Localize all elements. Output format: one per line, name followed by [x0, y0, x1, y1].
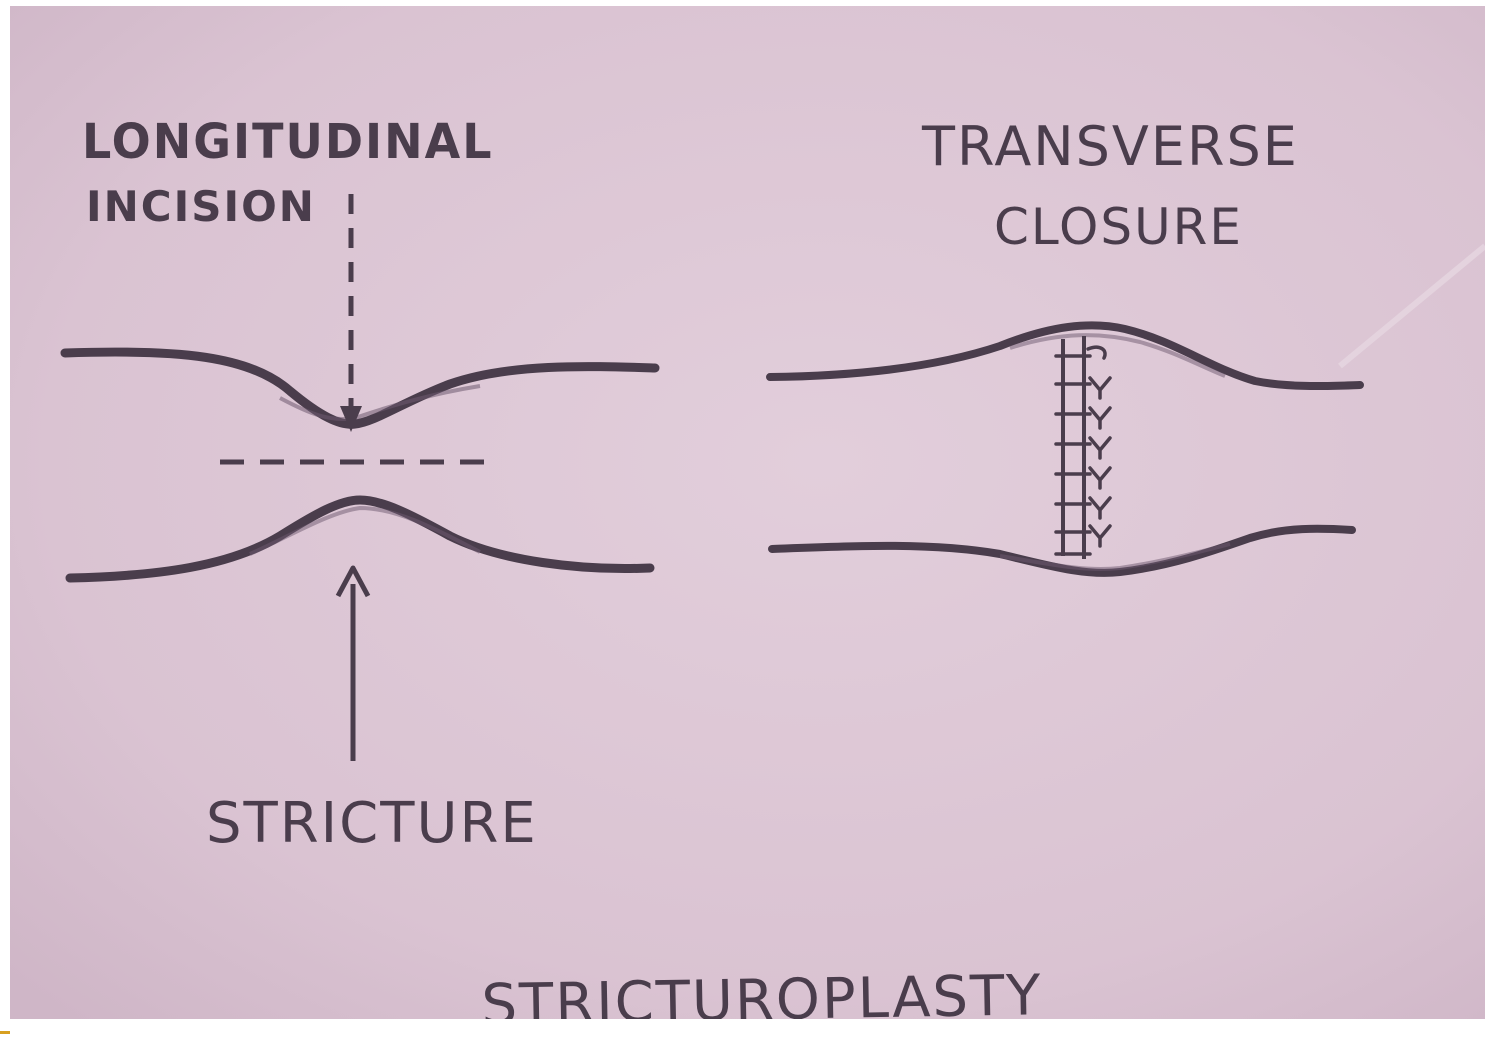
corner-accent-mark: [0, 1031, 10, 1034]
label-longitudinal: LONGITUDINAL: [82, 117, 494, 165]
diagram-title: STRICTUROPLASTY: [481, 968, 1043, 1019]
diagram-slide: LONGITUDINAL INCISION TRANSVERSE CLOSURE…: [10, 6, 1485, 1019]
label-closure: CLOSURE: [994, 202, 1243, 252]
label-transverse: TRANSVERSE: [922, 120, 1299, 174]
label-incision: INCISION: [86, 186, 316, 228]
label-stricture: STRICTURE: [206, 796, 538, 852]
